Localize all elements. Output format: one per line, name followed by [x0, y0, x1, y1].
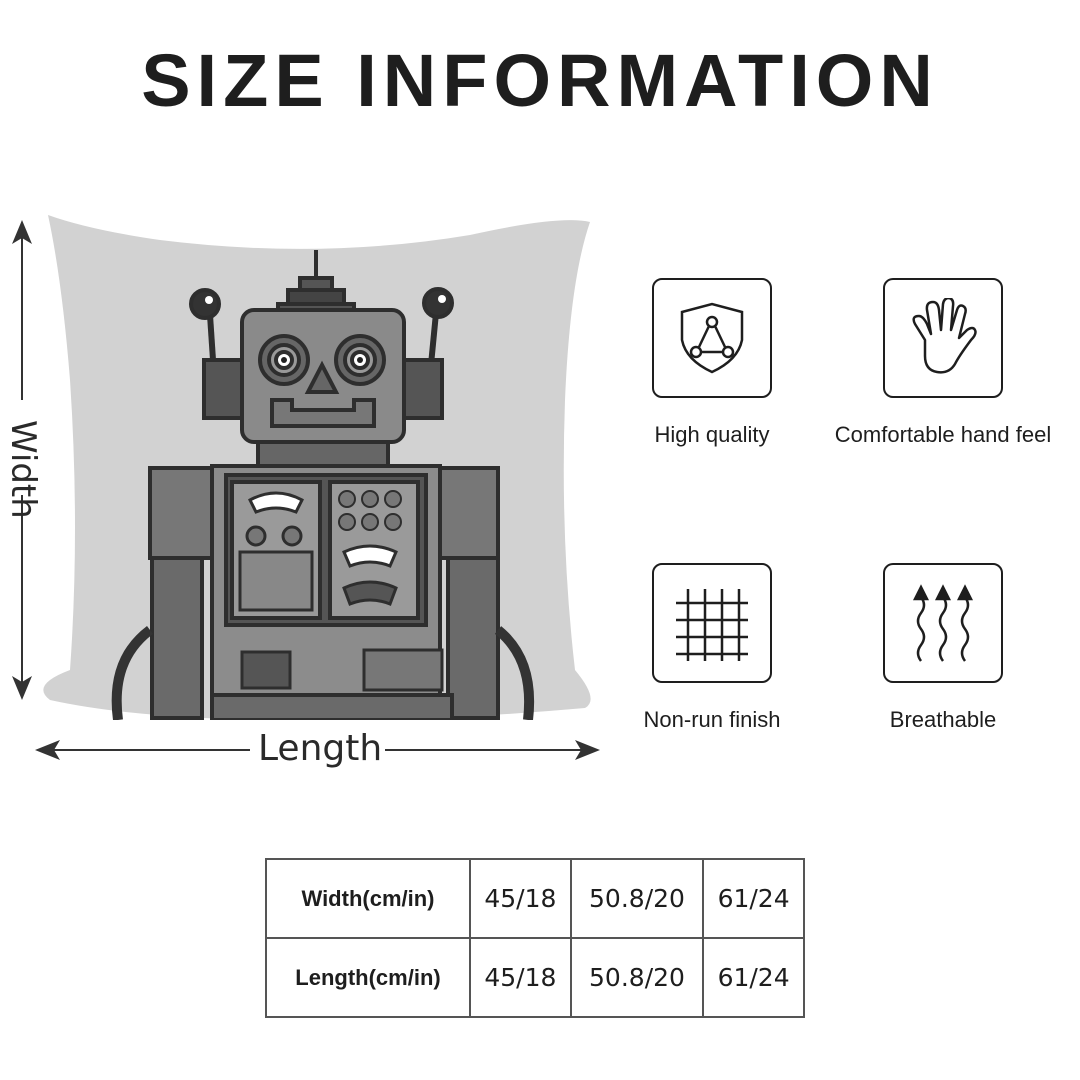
- feature-breathable: Breathable: [823, 563, 1063, 733]
- row-header: Width(cm/in): [265, 858, 471, 939]
- feature-icon-box: [883, 278, 1003, 398]
- grid-icon: [676, 589, 748, 661]
- robot-illustration: [111, 250, 535, 722]
- shield-icon: [680, 302, 744, 374]
- table-cell: 50.8/20: [569, 937, 705, 1018]
- width-label: Width: [3, 420, 43, 519]
- length-label: Length: [258, 728, 383, 769]
- table-row: Length(cm/in) 45/18 50.8/20 61/24: [265, 937, 805, 1018]
- feature-non-run-finish: Non-run finish: [592, 563, 832, 733]
- airflow-icon: [912, 584, 974, 662]
- row-header: Length(cm/in): [265, 937, 471, 1018]
- table-row: Width(cm/in) 45/18 50.8/20 61/24: [265, 858, 805, 939]
- feature-high-quality: High quality: [592, 278, 832, 448]
- length-arrow-icon: [35, 740, 600, 760]
- width-arrow-icon: [12, 220, 32, 700]
- feature-icon-box: [652, 563, 772, 683]
- hand-icon: [912, 298, 977, 374]
- feature-label: Comfortable hand feel: [834, 422, 1052, 447]
- pillow-product-image: Width Length: [0, 200, 620, 780]
- table-cell: 45/18: [469, 858, 572, 939]
- feature-label: Breathable: [889, 707, 997, 732]
- table-cell: 45/18: [469, 937, 572, 1018]
- feature-icon-box: [883, 563, 1003, 683]
- table-cell: 61/24: [702, 858, 805, 939]
- table-cell: 61/24: [702, 937, 805, 1018]
- page-title: SIZE INFORMATION: [141, 39, 939, 122]
- feature-icon-box: [652, 278, 772, 398]
- feature-comfortable-hand-feel: Comfortable hand feel: [823, 278, 1063, 448]
- table-cell: 50.8/20: [569, 858, 705, 939]
- size-table: Width(cm/in) 45/18 50.8/20 61/24 Length(…: [265, 858, 805, 1018]
- pillow-illustration: [12, 215, 600, 760]
- feature-label: High quality: [654, 422, 770, 447]
- feature-label: Non-run finish: [643, 707, 781, 732]
